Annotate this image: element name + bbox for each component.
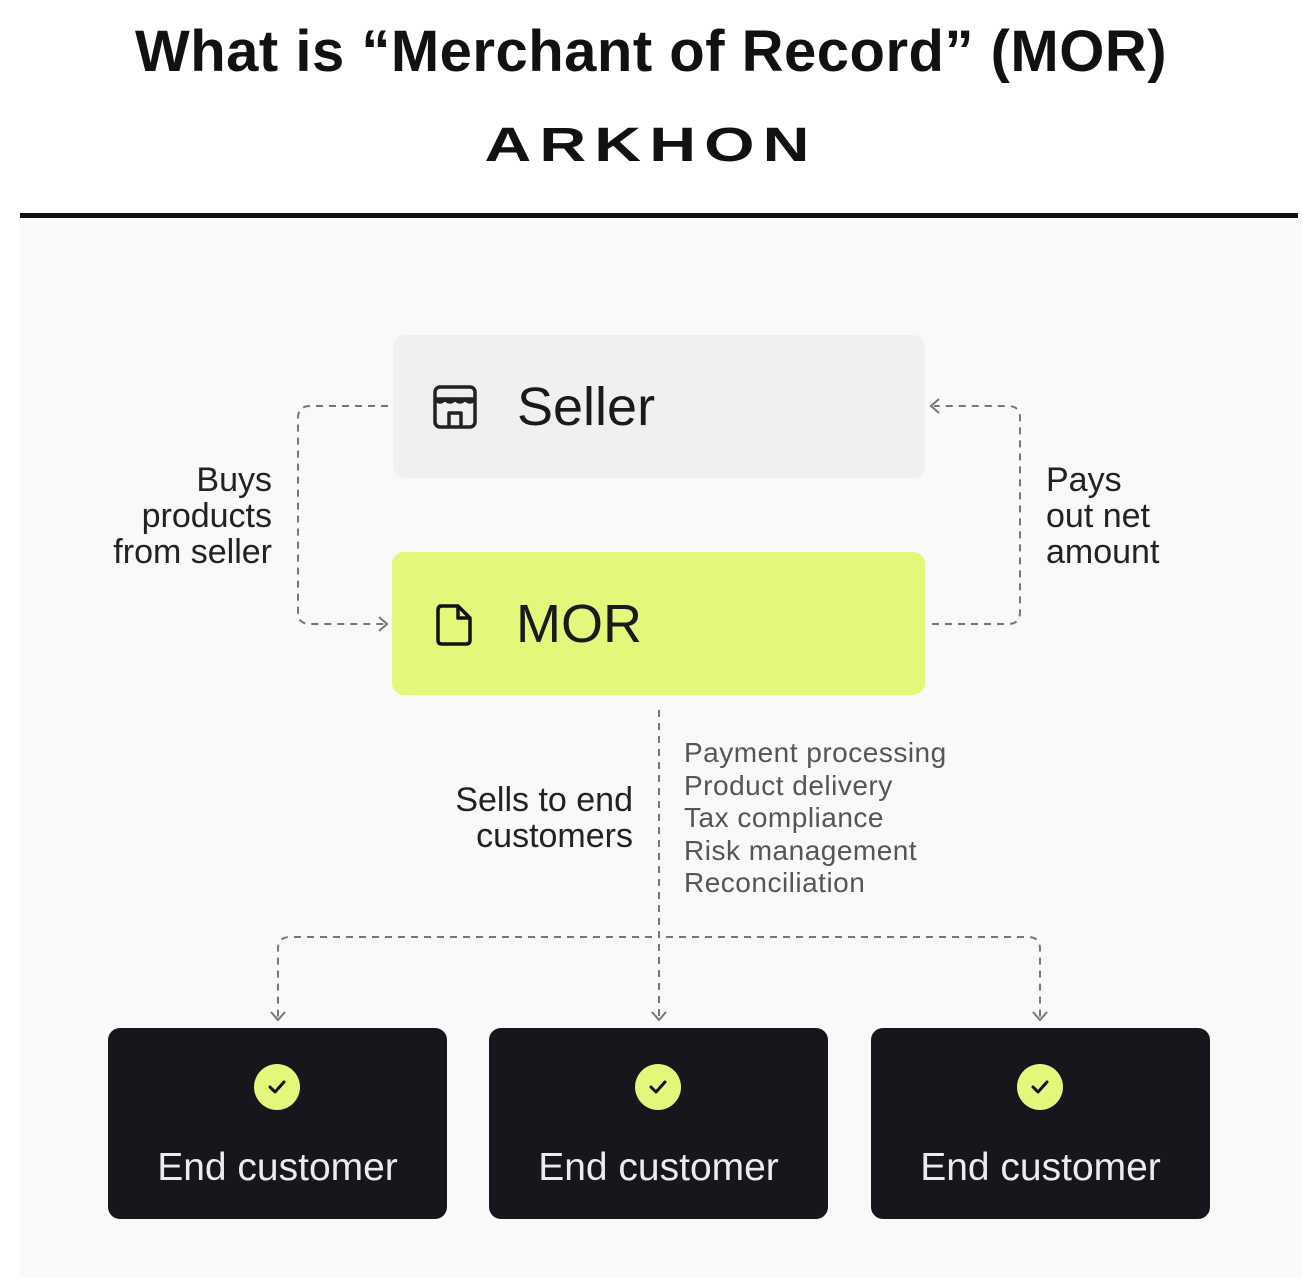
end-customer-card: End customer [108,1028,447,1219]
arkhon-logo: ARKHON [484,119,818,172]
pays-connector [932,405,1021,625]
label-line: Buys [196,461,272,499]
seller-node: Seller [393,335,925,478]
arrow-icon [378,616,389,632]
service-item: Payment processing [684,737,947,768]
sells-label: Sells to end customers [455,782,633,854]
label-line: out net [1046,497,1150,535]
end-customer-label: End customer [157,1146,398,1189]
end-customer-label: End customer [538,1146,779,1189]
check-circle-icon [1017,1064,1063,1110]
label-line: from seller [113,533,272,571]
arrow-icon [651,1011,667,1022]
mor-node: MOR [392,552,925,695]
arrow-icon [929,398,940,414]
end-customer-card: End customer [871,1028,1210,1219]
label-line: Sells to end [455,781,633,819]
label-line: amount [1046,533,1160,571]
branch-right [666,936,1041,1018]
check-circle-icon [254,1064,300,1110]
mor-label: MOR [516,593,642,654]
buys-products-label: Buys products from seller [113,462,272,570]
label-line: Pays [1046,461,1122,499]
service-item: Risk management [684,834,918,866]
document-icon [436,603,472,646]
service-item: Reconciliation [684,867,866,898]
check-circle-icon [635,1064,681,1110]
end-customer-label: End customer [920,1146,1161,1189]
arrow-icon [1032,1011,1048,1022]
divider [20,213,1298,218]
buys-connector [297,405,388,625]
label-line: customers [476,817,633,855]
end-customer-card: End customer [489,1028,828,1219]
services-list: Payment processing Product delivery Tax … [684,737,947,900]
branch-left [277,936,652,1018]
pays-out-label: Pays out net amount [1046,462,1159,570]
seller-label: Seller [517,376,656,437]
service-item: Tax compliance [684,802,884,833]
arrow-icon [270,1011,286,1022]
page-title: What is “Merchant of Record” (MOR) [134,19,1168,84]
storefront-icon [433,384,477,429]
label-line: products [141,497,272,535]
service-item: Product delivery [684,769,893,801]
